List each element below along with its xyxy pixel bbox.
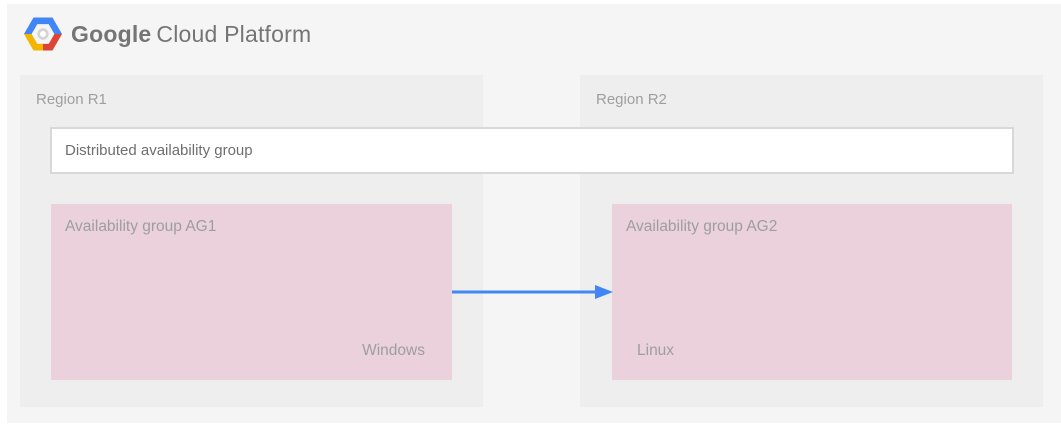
distributed-availability-group-label: Distributed availability group: [65, 142, 253, 159]
google-cloud-platform-logo-icon: [24, 17, 62, 51]
region-r1-label: Region R1: [36, 91, 107, 108]
brand-google-text: Google: [71, 20, 152, 47]
availability-group-ag2-label: Availability group AG2: [626, 218, 778, 235]
region-r2-label: Region R2: [596, 91, 667, 108]
ag1-os-label: Windows: [362, 342, 425, 359]
distributed-availability-group-box: Distributed availability group: [50, 127, 1014, 174]
ag2-os-label: Linux: [637, 342, 675, 359]
availability-group-ag1-label: Availability group AG1: [65, 218, 217, 235]
brand-suffix-text: Cloud Platform: [156, 20, 312, 47]
availability-group-ag1-box: Availability group AG1 Windows: [51, 204, 452, 380]
availability-group-ag2-box: Availability group AG2 Linux: [612, 204, 1012, 380]
replication-arrow-icon: [452, 285, 613, 299]
